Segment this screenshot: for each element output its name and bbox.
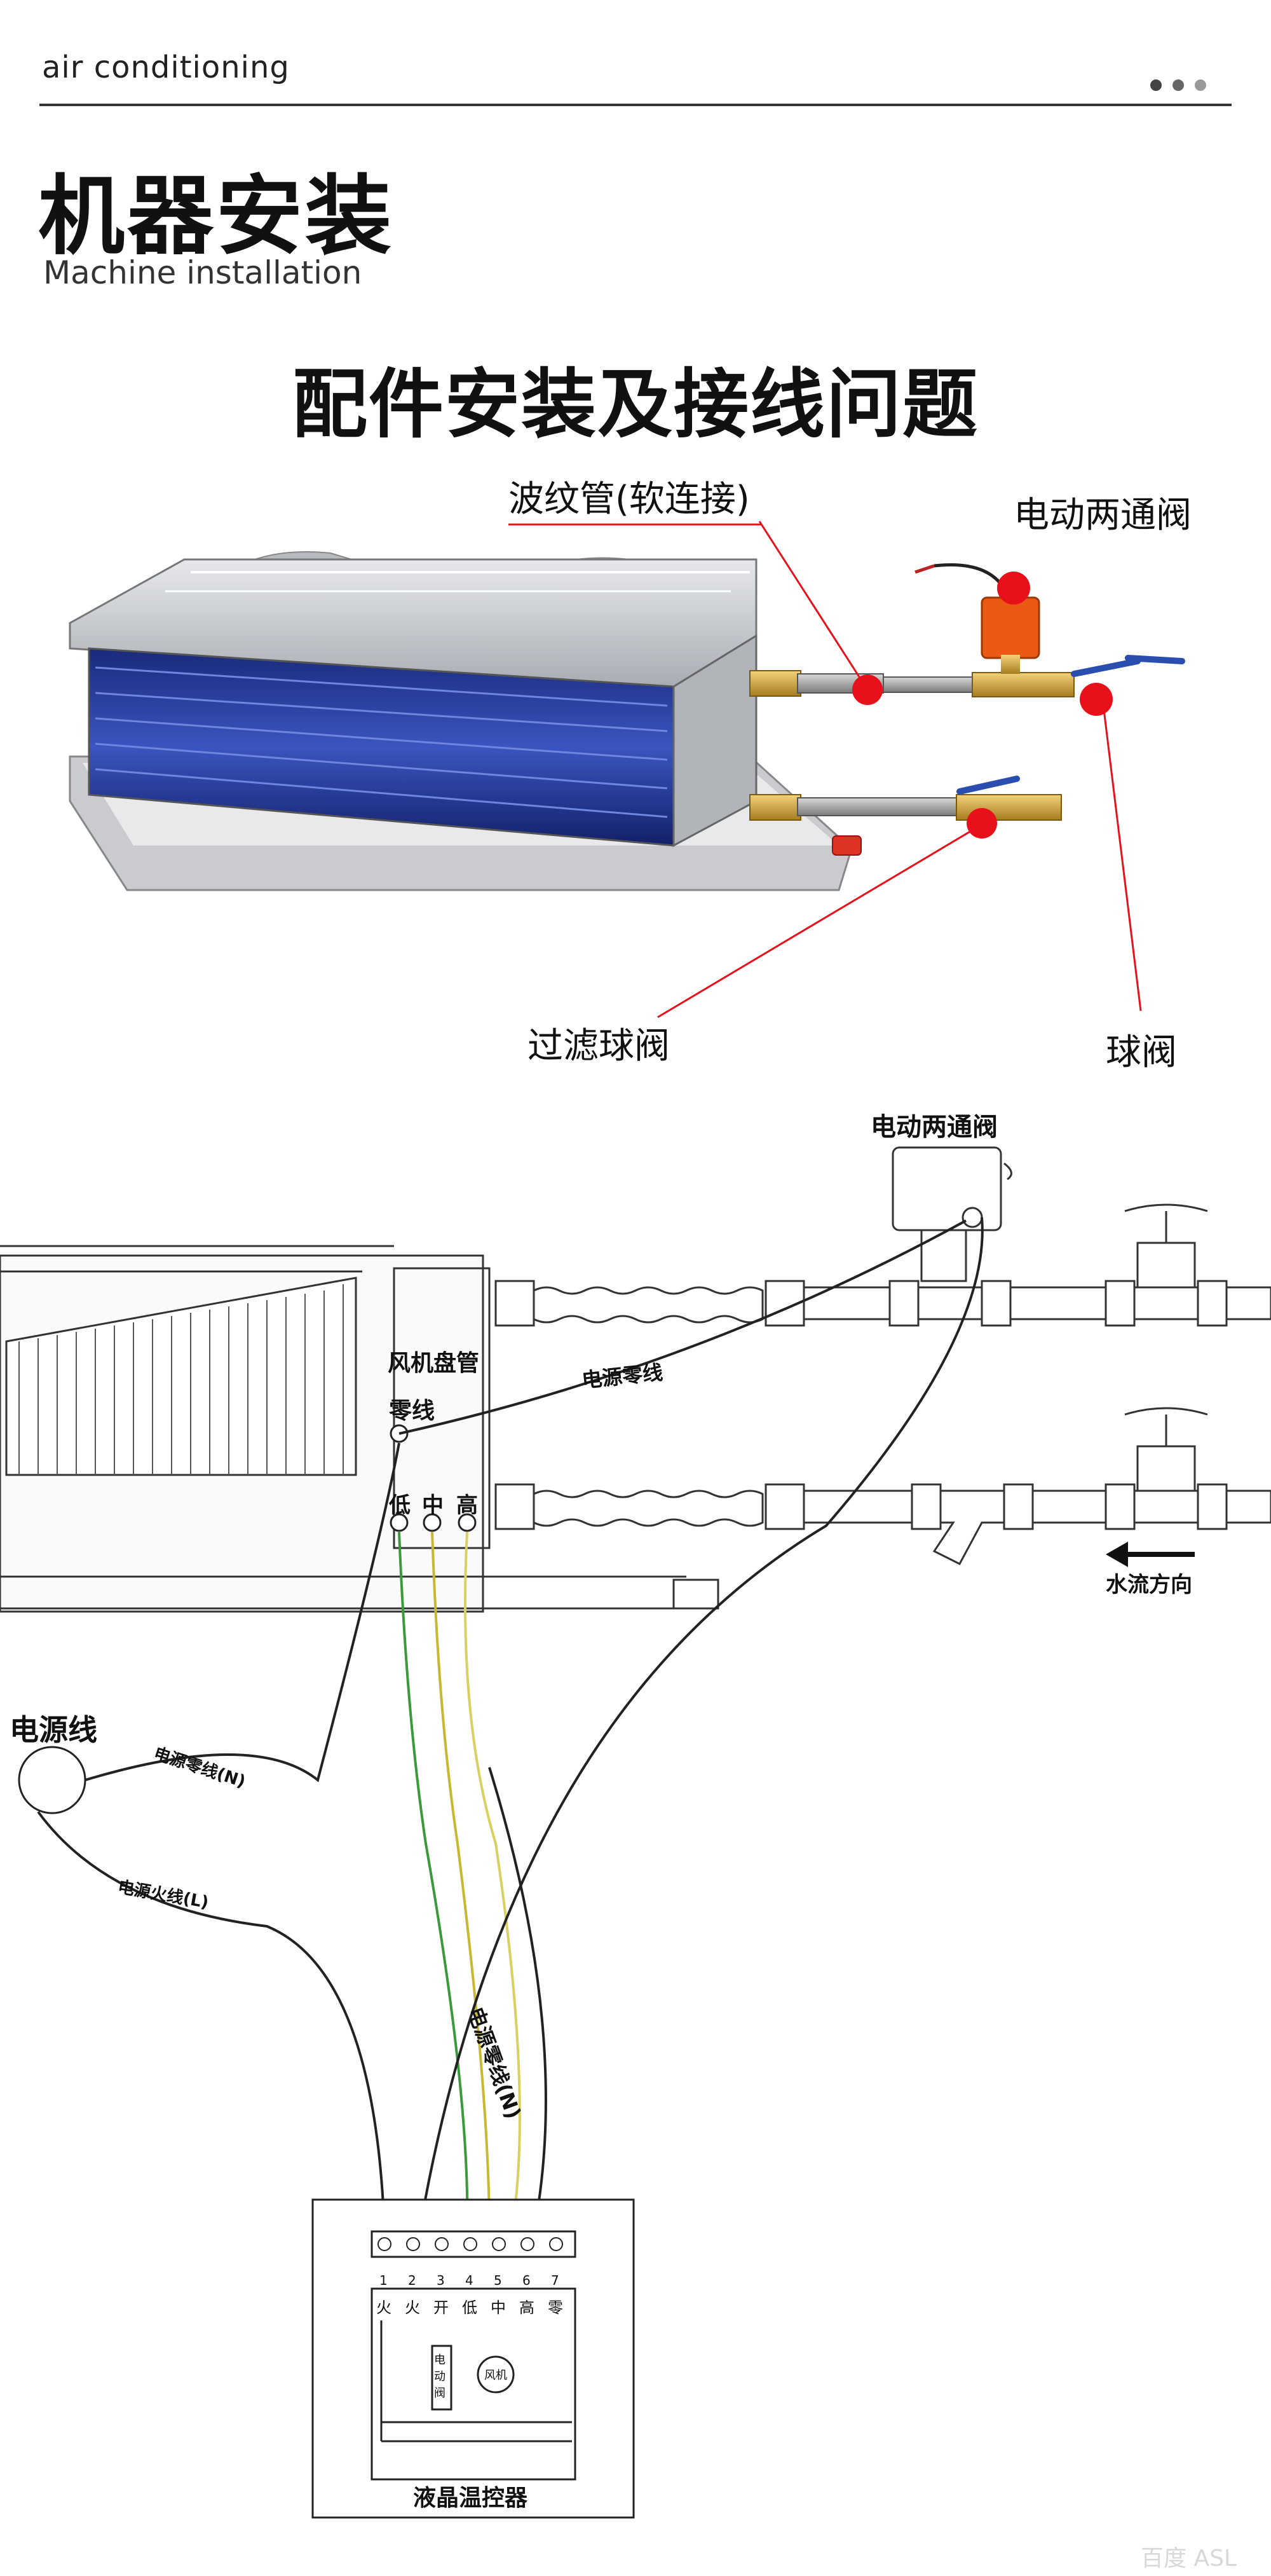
terminal-number-1: 1 [379, 2273, 388, 2288]
diagram-motor-valve [892, 1146, 1012, 1282]
diagram-lower-pipe [494, 1407, 1271, 1565]
marker-motor-valve [997, 572, 1030, 605]
diagram-upper-pipe [494, 1203, 1271, 1327]
section-subtitle: 配件安装及接线问题 [292, 360, 979, 448]
diagram-label-high: 高 [456, 1493, 478, 1518]
terminal-label-2: 火 [405, 2299, 420, 2317]
pager-dot-1[interactable] [1150, 79, 1162, 91]
marker-filter-valve [967, 808, 997, 839]
brand-text: air conditioning [42, 50, 290, 85]
coil-face [88, 647, 675, 847]
terminal-mid [423, 1513, 442, 1532]
diagram-label-mid: 中 [422, 1493, 444, 1518]
thermostat-label: 液晶温控器 [413, 2485, 528, 2511]
header-divider [39, 104, 1232, 106]
terminal-label-5: 中 [491, 2299, 506, 2317]
unit-top-cover [69, 558, 758, 688]
callout-leaders [657, 521, 1142, 1018]
terminal-number-5: 5 [494, 2273, 502, 2288]
wires [37, 1217, 984, 2232]
inner-fan-label: 风机 [484, 2369, 507, 2382]
thermostat-box [311, 2198, 635, 2519]
inner-motor-valve-label: 电动阀 [434, 2353, 445, 2400]
terminal-number-4: 4 [465, 2273, 473, 2288]
label-bellows: 波纹管(软连接) [508, 479, 750, 520]
pager-dot-3[interactable] [1195, 79, 1206, 91]
label-filter-valve: 过滤球阀 [527, 1025, 670, 1067]
marker-ball-valve [1080, 683, 1113, 716]
terminal-number-3: 3 [437, 2273, 445, 2288]
flow-arrow [1106, 1542, 1195, 1567]
terminal-label-6: 高 [519, 2299, 534, 2317]
terminal-high [458, 1513, 477, 1532]
label-motor-valve: 电动两通阀 [1014, 495, 1192, 536]
terminal-low [390, 1513, 409, 1532]
pager-dot-2[interactable] [1172, 79, 1184, 91]
terminal-number-2: 2 [408, 2273, 416, 2288]
thermostat-terminals [377, 2237, 563, 2251]
diagram-label-water-flow: 水流方向 [1106, 1572, 1192, 1598]
diagram-label-neutral: 零线 [389, 1398, 435, 1424]
diagram-label-power-line: 电源线 [10, 1713, 97, 1747]
label-ball-valve: 球阀 [1106, 1032, 1177, 1073]
fan-coil-body [0, 1245, 719, 1613]
page-title: 机器安装 [38, 167, 394, 267]
coil-fins [18, 1284, 344, 1475]
fan-coil-photo [69, 521, 1185, 1018]
upper-pipe-assembly [749, 563, 1185, 697]
terminal-number-6: 6 [522, 2273, 531, 2288]
drain-fitting [832, 835, 862, 856]
lower-pipe-assembly [749, 776, 1062, 821]
power-source [18, 1746, 86, 1814]
terminal-label-1: 火 [376, 2299, 391, 2317]
terminal-label-4: 低 [462, 2299, 477, 2317]
watermark: 百度 ASL [1141, 2545, 1237, 2572]
marker-bellows [852, 675, 883, 705]
terminal-number-7: 7 [551, 2273, 559, 2288]
terminal-label-3: 开 [433, 2299, 449, 2317]
diagram-label-low: 低 [389, 1493, 411, 1518]
diagram-label-fan-coil: 风机盘管 [388, 1350, 480, 1376]
page-title-en: Machine installation [43, 254, 362, 291]
diagram-label-motor-valve: 电动两通阀 [871, 1113, 998, 1142]
terminal-label-7: 零 [548, 2299, 563, 2317]
